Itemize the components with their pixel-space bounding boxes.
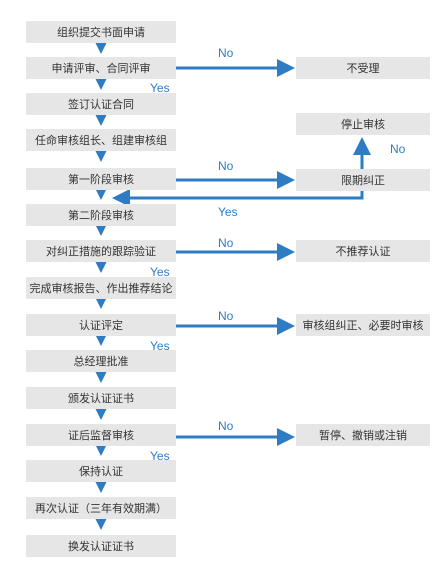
- step-recertification: 再次认证（三年有效期满）: [26, 497, 176, 519]
- outcome-suspend-revoke: 暂停、撤销或注销: [296, 424, 430, 446]
- step-issue-certificate: 颁发认证证书: [26, 387, 176, 409]
- no-label: No: [218, 236, 234, 250]
- yes-label: Yes: [150, 449, 170, 463]
- no-label: No: [218, 159, 234, 173]
- no-label: No: [218, 46, 234, 60]
- step-appoint-audit-team: 任命审核组长、组建审核组: [26, 129, 176, 151]
- step-application-review: 申请评审、合同评审: [26, 57, 176, 79]
- no-label: No: [218, 309, 234, 323]
- step-audit-report: 完成审核报告、作出推荐结论: [26, 277, 176, 299]
- yes-label: Yes: [150, 339, 170, 353]
- step-sign-contract: 签订认证合同: [26, 93, 176, 115]
- step-reissue-certificate: 换发认证证书: [26, 535, 176, 557]
- no-label: No: [390, 142, 406, 156]
- yes-label: Yes: [150, 81, 170, 95]
- outcome-not-recommended: 不推荐认证: [296, 240, 430, 262]
- step-surveillance-audit: 证后监督审核: [26, 424, 176, 446]
- step-stage1-audit: 第一阶段审核: [26, 168, 176, 190]
- outcome-stop-audit: 停止审核: [296, 113, 430, 135]
- step-gm-approval: 总经理批准: [26, 350, 176, 372]
- step-corrective-verification: 对纠正措施的跟踪验证: [26, 240, 176, 262]
- no-label: No: [218, 419, 234, 433]
- return-loop: [112, 189, 364, 207]
- yes-label: Yes: [150, 265, 170, 279]
- step-stage2-audit: 第二阶段审核: [26, 204, 176, 226]
- yes-label: Yes: [218, 205, 238, 219]
- step-certification-evaluation: 认证评定: [26, 314, 176, 336]
- outcome-audit-team-correction: 审核组纠正、必要时审核: [296, 314, 430, 336]
- step-submit-application: 组织提交书面申请: [26, 21, 176, 43]
- outcome-deadline-correction: 限期纠正: [296, 169, 430, 191]
- step-maintain-certification: 保持认证: [26, 460, 176, 482]
- outcome-not-accepted: 不受理: [296, 57, 430, 79]
